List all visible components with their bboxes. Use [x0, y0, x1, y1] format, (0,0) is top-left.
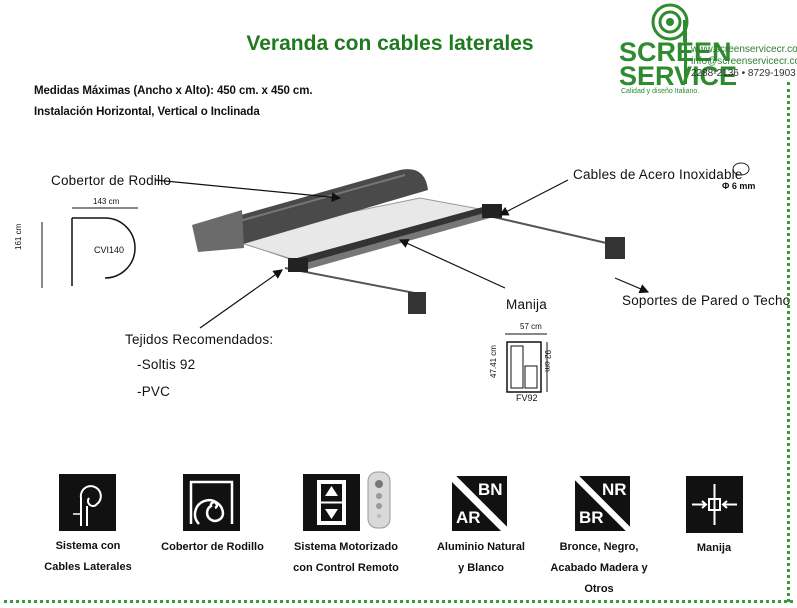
- label-tejido-soltis: -Soltis 92: [137, 357, 196, 372]
- label-cable-diameter: Φ 6 mm: [722, 181, 756, 191]
- nr-label: NR: [602, 480, 627, 499]
- product-illustration: [154, 162, 750, 329]
- logo-tagline: Calidad y diseño Italiano.: [621, 88, 700, 95]
- profile-cvi-height: 161 cm: [14, 223, 23, 250]
- spec-installation: Instalación Horizontal, Vertical o Incli…: [34, 106, 260, 118]
- profile-fv-drawing: [505, 333, 548, 393]
- border-dotted-right: [787, 82, 790, 602]
- roller-cover-icon: [183, 474, 240, 531]
- website-link[interactable]: www.screenservicecr.com: [691, 44, 797, 55]
- feature-caption-manija: Manija: [696, 542, 732, 554]
- feature-caption-aluminio: Aluminio Natural y Blanco: [436, 541, 525, 574]
- bn-ar-icon: BN AR: [452, 476, 507, 531]
- profile-fv-height-right: 92 cm: [543, 350, 552, 372]
- remote-control-icon: [367, 471, 391, 529]
- feature-caption-cobertor: Cobertor de Rodillo: [161, 541, 264, 553]
- feature-caption-cables: Sistema con Cables Laterales: [44, 540, 132, 573]
- logo-word-service: SERVICE: [619, 61, 738, 91]
- label-tejido-pvc: -PVC: [137, 384, 171, 399]
- cables-icon: [59, 474, 116, 531]
- page-title: Veranda con cables laterales: [246, 32, 534, 55]
- profile-cvi-code: CVI140: [94, 245, 125, 255]
- feature-caption-motor: Sistema Motorizado con Control Remoto: [293, 541, 399, 574]
- nr-br-icon: NR BR: [575, 476, 630, 531]
- profile-fv-height-left: 47.41 cm: [489, 345, 498, 378]
- handle-icon: [686, 476, 743, 533]
- label-cobertor: Cobertor de Rodillo: [51, 173, 172, 188]
- email-link[interactable]: info@screenservicecr.com: [691, 56, 797, 67]
- label-soportes: Soportes de Pared o Techo: [622, 293, 791, 308]
- logo-bar: [684, 20, 687, 84]
- profile-fv-code: FV92: [516, 393, 538, 403]
- ar-label: AR: [456, 508, 481, 527]
- border-dotted-bottom: [4, 600, 793, 603]
- logo-word-screen: SCREEN: [619, 37, 732, 67]
- spec-dimensions: Medidas Máximas (Ancho x Alto): 450 cm. …: [34, 85, 313, 97]
- br-label: BR: [579, 508, 604, 527]
- label-cables: Cables de Acero Inoxidable: [573, 167, 743, 182]
- bn-label: BN: [478, 480, 503, 499]
- label-manija: Manija: [506, 297, 547, 312]
- label-tejidos: Tejidos Recomendados:: [125, 332, 274, 347]
- motor-icon: [303, 474, 360, 531]
- phone-numbers: 2288-2136 • 8729-1903: [691, 68, 796, 79]
- profile-cvi-drawing: [41, 207, 138, 288]
- profile-cvi-width: 143 cm: [93, 197, 120, 206]
- feature-caption-bronce: Bronce, Negro, Acabado Madera y Otros: [550, 541, 648, 595]
- profile-fv-width: 57 cm: [520, 322, 542, 331]
